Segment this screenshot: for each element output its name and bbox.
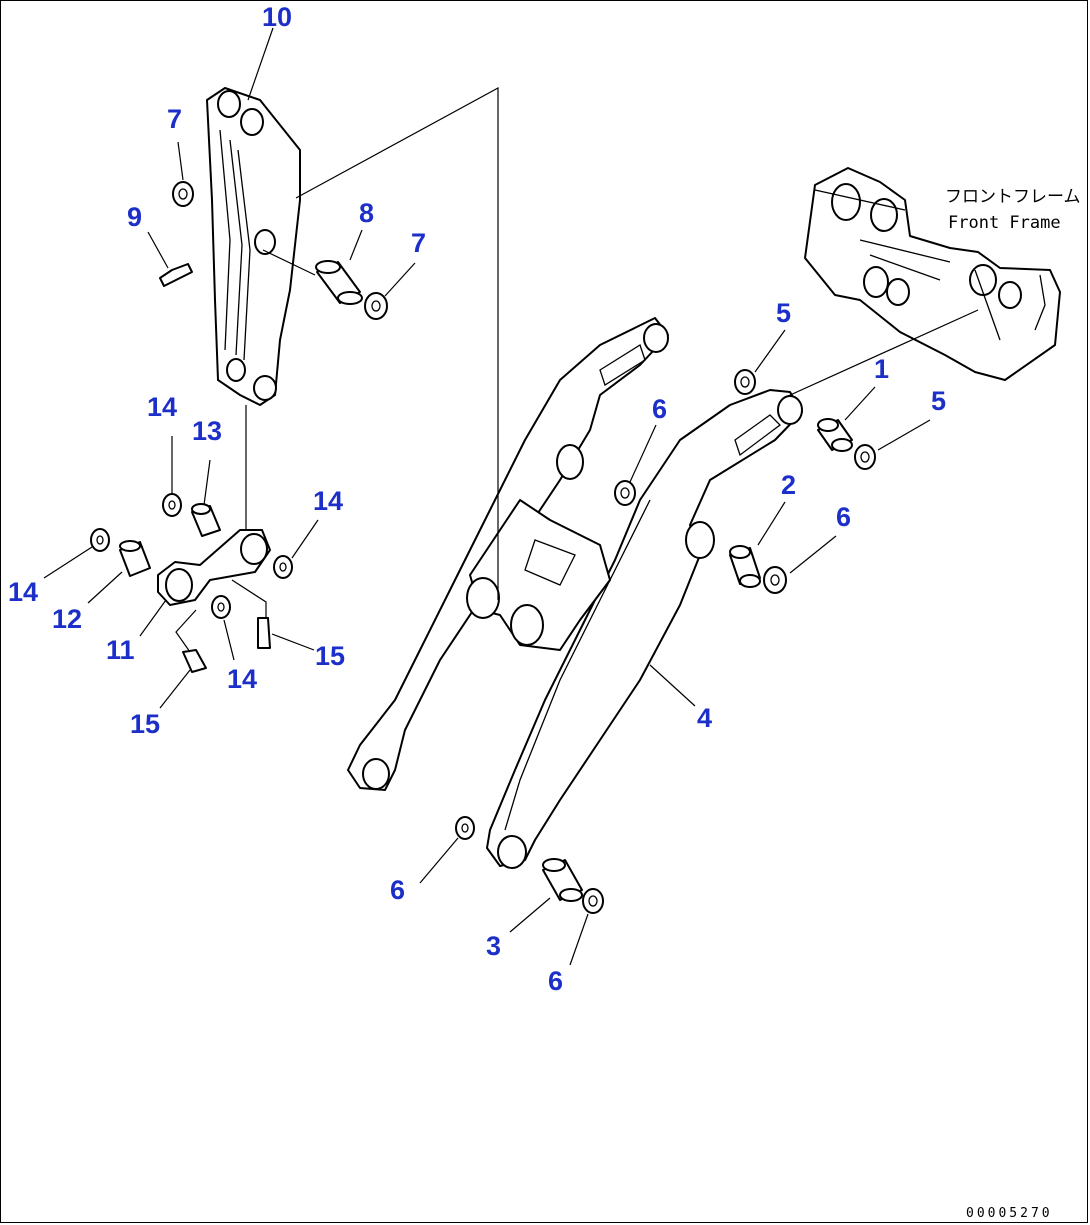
- callout-2: 2: [781, 470, 796, 500]
- callout-6: 6: [836, 502, 851, 532]
- front-frame-label-jp: フロントフレーム: [945, 187, 1081, 207]
- lift-arm-4: [486, 389, 803, 869]
- front-frame: [804, 167, 1061, 381]
- callout-6: 6: [652, 394, 667, 424]
- callout-14: 14: [147, 392, 177, 422]
- callout-10: 10: [262, 2, 292, 32]
- callout-3: 3: [486, 931, 501, 961]
- callout-7: 7: [411, 228, 426, 258]
- callout-13: 13: [192, 416, 222, 446]
- leader-lines: [43, 27, 931, 966]
- assembly-lines: [175, 86, 979, 653]
- drawing-code: 00005270: [966, 1206, 1053, 1221]
- callout-9: 9: [127, 202, 142, 232]
- callout-15: 15: [315, 641, 345, 671]
- callout-14: 14: [8, 577, 38, 607]
- callout-5: 5: [776, 298, 791, 328]
- callouts: 10 7 9 8 7 5 1 5 6 2 6 4 14 13 14 14 12 …: [8, 2, 946, 996]
- callout-12: 12: [52, 604, 82, 634]
- cross-tube: [466, 499, 611, 651]
- callout-8: 8: [359, 198, 374, 228]
- callout-14: 14: [227, 664, 257, 694]
- callout-6: 6: [390, 875, 405, 905]
- callout-11: 11: [106, 635, 135, 665]
- callout-7: 7: [167, 104, 182, 134]
- callout-1: 1: [874, 354, 889, 384]
- callout-5: 5: [931, 386, 946, 416]
- callout-15: 15: [130, 709, 160, 739]
- bell-crank-10: [206, 87, 301, 406]
- small-parts: [90, 181, 876, 914]
- callout-4: 4: [697, 703, 712, 733]
- front-frame-label-en: Front Frame: [948, 213, 1061, 233]
- link-11: [157, 529, 271, 606]
- callout-14: 14: [313, 486, 343, 516]
- callout-6: 6: [548, 966, 563, 996]
